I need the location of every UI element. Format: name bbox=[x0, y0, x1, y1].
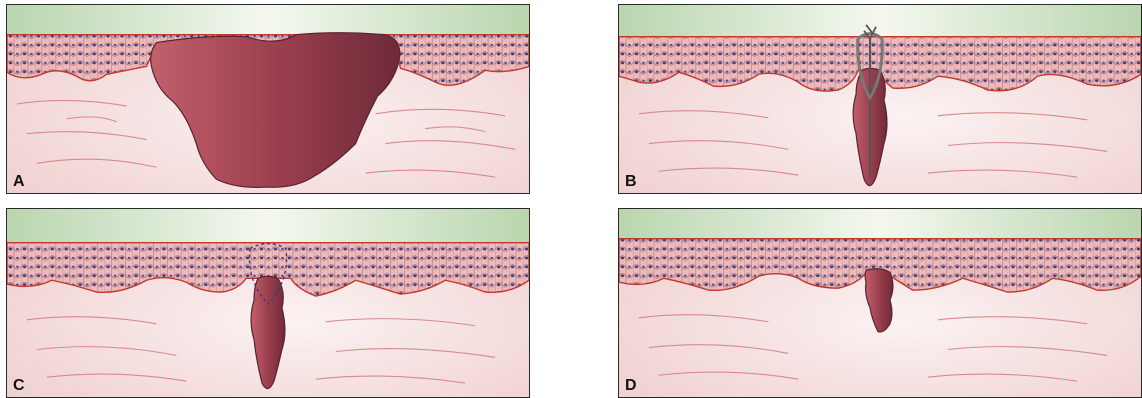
panel-b: B bbox=[618, 4, 1142, 194]
panel-c-illustration bbox=[7, 209, 529, 397]
panel-label-c: C bbox=[13, 377, 25, 395]
panel-a: A bbox=[6, 4, 530, 194]
panel-d-illustration bbox=[619, 209, 1141, 397]
panel-label-d: D bbox=[625, 377, 637, 395]
panel-d: D bbox=[618, 208, 1142, 398]
surface-layer bbox=[7, 209, 529, 243]
panel-label-b: B bbox=[625, 173, 637, 191]
surface-layer bbox=[619, 209, 1141, 239]
panel-a-illustration bbox=[7, 5, 529, 193]
surface-layer bbox=[619, 5, 1141, 37]
panel-c: C bbox=[6, 208, 530, 398]
panel-label-a: A bbox=[13, 173, 25, 191]
surface-layer bbox=[7, 5, 529, 35]
panel-b-illustration bbox=[619, 5, 1141, 193]
